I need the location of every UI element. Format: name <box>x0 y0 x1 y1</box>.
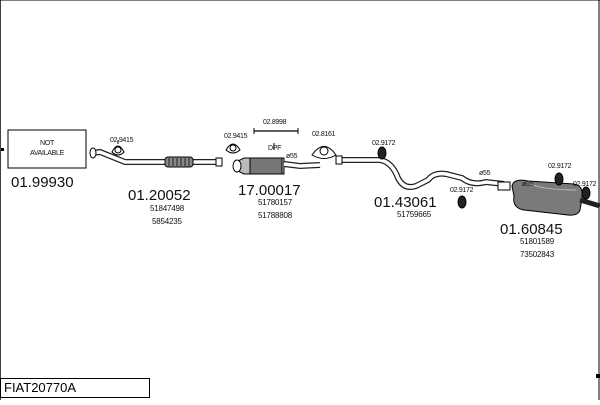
oem-number: 5854235 <box>152 217 182 226</box>
small-part-label: 02.9172 <box>573 181 597 188</box>
small-part-label: 02.8998 <box>263 119 287 126</box>
part-ref: 01.20052 <box>128 187 191 204</box>
part-ref: 01.99930 <box>11 174 74 191</box>
hanger-icon[interactable] <box>581 186 591 200</box>
gasket-icon[interactable] <box>111 140 125 156</box>
oem-number: 51788808 <box>258 211 293 220</box>
part-ref: 01.60845 <box>500 221 563 238</box>
diagram-code: FIAT20770A <box>0 378 150 398</box>
small-part-label: 02.9415 <box>110 137 134 144</box>
oem-number: 51801589 <box>520 237 555 246</box>
part-ref: 01.43061 <box>374 194 437 211</box>
diameter-label: ø55 <box>286 153 298 160</box>
rear-silencer[interactable] <box>497 179 600 216</box>
frame-marker <box>1 148 4 151</box>
middle-pipe[interactable] <box>335 155 505 190</box>
hanger-icon[interactable] <box>554 172 564 186</box>
small-part-label: 02.9172 <box>450 187 474 194</box>
gasket-icon[interactable] <box>311 146 337 159</box>
not-available-box: NOT AVAILABLE <box>7 129 87 169</box>
oem-number: 51780157 <box>258 198 293 207</box>
dpf-unit[interactable] <box>232 157 321 175</box>
dpf-label: DPF <box>268 145 281 152</box>
not-available-line2: AVAILABLE <box>30 150 65 157</box>
front-pipe[interactable] <box>89 147 223 168</box>
clamp-icon[interactable] <box>253 128 299 134</box>
diameter-label: ø55 <box>479 170 491 177</box>
not-available-line1: NOT <box>40 140 55 147</box>
oem-number: 51847498 <box>150 204 185 213</box>
part-ref: 17.00017 <box>238 182 301 199</box>
small-part-label: 02.8161 <box>312 131 336 138</box>
small-part-label: 02.9172 <box>548 163 572 170</box>
hanger-icon[interactable] <box>457 195 467 209</box>
diameter-label: ø55 <box>522 181 534 188</box>
small-part-label: 02.9415 <box>224 133 248 140</box>
oem-number: 73502843 <box>520 250 555 259</box>
gasket-icon[interactable] <box>225 143 241 154</box>
small-part-label: 02.9172 <box>372 140 396 147</box>
oem-number: 51759665 <box>397 210 432 219</box>
hanger-icon[interactable] <box>377 146 387 160</box>
frame-marker <box>596 374 600 378</box>
flex-joint <box>164 156 194 168</box>
